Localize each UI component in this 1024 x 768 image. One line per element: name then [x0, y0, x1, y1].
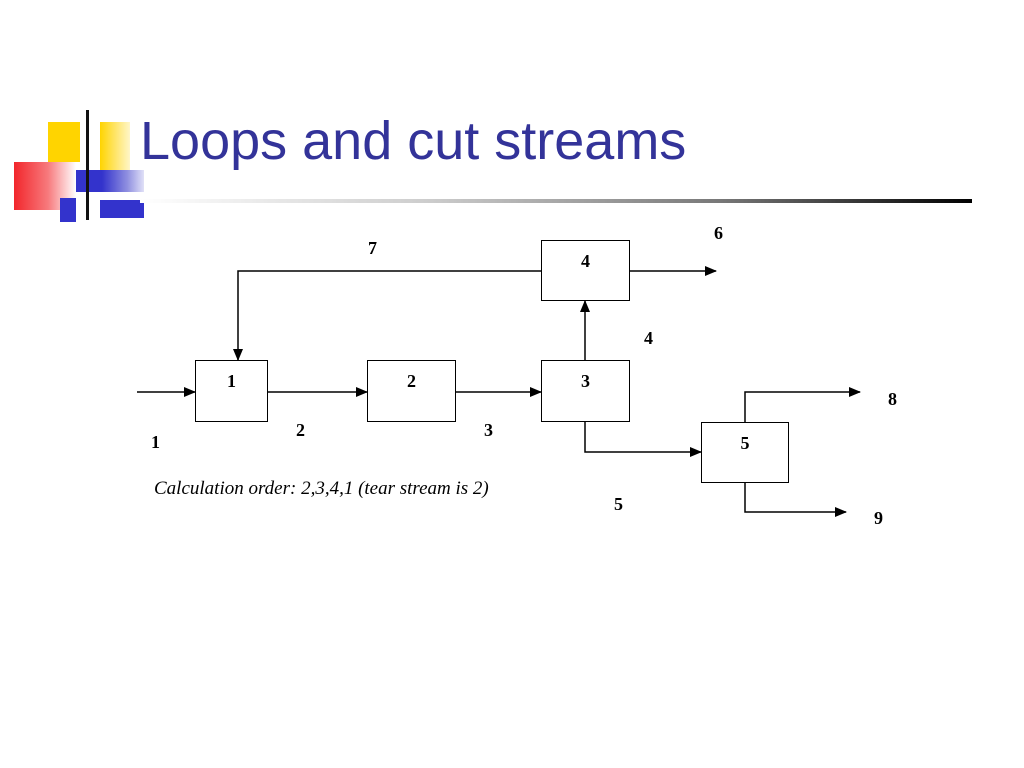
unit-5-box: 5: [701, 422, 789, 483]
decor-blue-square: [60, 198, 76, 222]
unit-3-label: 3: [581, 371, 590, 391]
stream-8-label: 8: [888, 389, 897, 409]
decor-blue-square: [76, 170, 102, 192]
decor-blue-square: [102, 170, 144, 192]
unit-1-label: 1: [227, 371, 236, 391]
decor-vertical-line: [86, 110, 89, 220]
unit-4-box: 4: [541, 240, 630, 301]
stream-7-label: 7: [368, 238, 377, 258]
stream-9-line: [744, 483, 847, 517]
decor-blue-square: [100, 200, 144, 218]
stream-5-line: [584, 422, 702, 457]
stream-2-label: 2: [296, 420, 305, 440]
unit-4-label: 4: [581, 251, 590, 271]
unit-5-label: 5: [740, 433, 750, 453]
stream-9-label: 9: [874, 508, 883, 528]
stream-4-label: 4: [644, 328, 653, 348]
unit-2-box: 2: [367, 360, 456, 422]
decor-yellow-square: [48, 122, 80, 162]
calculation-order-note: Calculation order: 2,3,4,1 (tear stream …: [154, 478, 489, 499]
unit-1-box: 1: [195, 360, 268, 422]
stream-1-label: 1: [151, 432, 160, 452]
stream-7-line: [233, 270, 541, 361]
stream-8-line: [744, 387, 861, 422]
decor-yellow-square: [100, 122, 130, 174]
stream-6-label: 6: [714, 223, 723, 243]
unit-3-box: 3: [541, 360, 630, 422]
title-underline: [140, 199, 972, 203]
unit-2-label: 2: [407, 371, 416, 391]
stream-3-label: 3: [484, 420, 493, 440]
stream-5-label: 5: [614, 494, 623, 514]
slide-title: Loops and cut streams: [140, 111, 687, 171]
